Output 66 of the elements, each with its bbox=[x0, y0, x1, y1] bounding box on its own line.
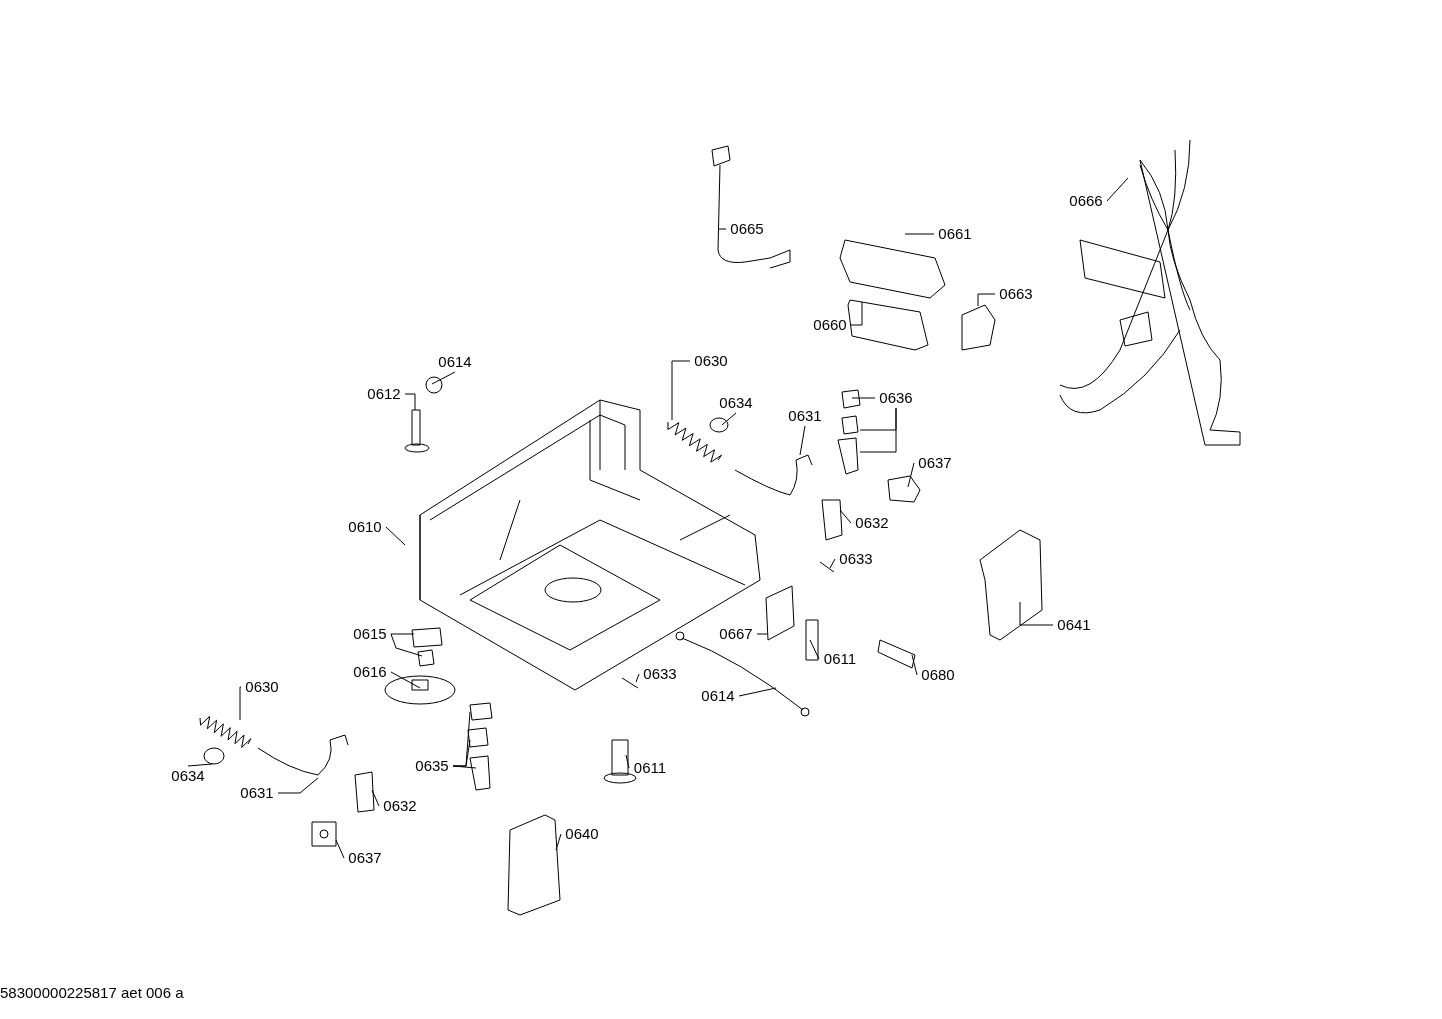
leader-line bbox=[721, 412, 737, 426]
callout-number: 0637 bbox=[345, 849, 385, 867]
leader-line bbox=[404, 393, 416, 411]
leader-line bbox=[671, 360, 691, 421]
callout-number: 0633 bbox=[640, 665, 680, 683]
leader-line bbox=[799, 425, 806, 456]
callout-number: 0633 bbox=[836, 550, 876, 568]
leader-line bbox=[390, 633, 415, 635]
leader-line bbox=[431, 371, 456, 385]
leader-line bbox=[738, 687, 777, 697]
callout-number: 0634 bbox=[168, 767, 208, 785]
leader-line bbox=[977, 293, 996, 307]
leader-line bbox=[452, 739, 471, 767]
callout-number: 0630 bbox=[691, 352, 731, 370]
leader-line bbox=[839, 509, 852, 524]
leader-line bbox=[187, 763, 213, 767]
leader-line bbox=[851, 397, 876, 399]
callout-number: 0640 bbox=[562, 825, 602, 843]
callout-number: 0665 bbox=[727, 220, 767, 238]
callout-number: 0667 bbox=[716, 625, 756, 643]
callout-number: 0661 bbox=[935, 225, 975, 243]
leader-line bbox=[809, 639, 820, 660]
callout-number: 0680 bbox=[918, 666, 958, 684]
callout-number: 0632 bbox=[852, 514, 892, 532]
leader-line bbox=[1106, 177, 1129, 202]
leader-line bbox=[911, 654, 918, 676]
callout-number: 0612 bbox=[364, 385, 404, 403]
callout-number: 0636 bbox=[876, 389, 916, 407]
callout-number: 0631 bbox=[237, 784, 277, 802]
leader-line bbox=[239, 686, 242, 721]
leader-line bbox=[850, 301, 863, 326]
callout-number: 0631 bbox=[785, 407, 825, 425]
leader-line bbox=[635, 673, 640, 683]
callout-number: 0614 bbox=[435, 353, 475, 371]
leader-line bbox=[390, 633, 423, 657]
leader-line bbox=[907, 462, 915, 488]
leader-line bbox=[555, 833, 562, 851]
callout-number: 0632 bbox=[380, 797, 420, 815]
leader-line bbox=[756, 633, 768, 635]
callout-number: 0615 bbox=[350, 625, 390, 643]
callout-number: 0634 bbox=[716, 394, 756, 412]
leader-line bbox=[829, 558, 836, 569]
leader-line bbox=[277, 777, 319, 794]
leader-line bbox=[371, 789, 380, 807]
leader-line bbox=[452, 765, 477, 769]
leader-line bbox=[335, 839, 345, 859]
callout-number: 0611 bbox=[820, 650, 860, 668]
callout-number: 0637 bbox=[915, 454, 955, 472]
leader-line bbox=[1019, 601, 1054, 626]
leader-line bbox=[385, 526, 406, 546]
leader-line bbox=[859, 407, 897, 453]
drawing-number: 58300000225817 aet 006 a bbox=[0, 984, 184, 1002]
callout-number: 0630 bbox=[242, 678, 282, 696]
callout-number: 0660 bbox=[810, 316, 850, 334]
leader-line bbox=[625, 754, 630, 769]
callout-number: 0616 bbox=[350, 663, 390, 681]
callout-number: 0666 bbox=[1066, 192, 1106, 210]
callout-number: 0611 bbox=[630, 759, 670, 777]
leader-line bbox=[904, 233, 935, 235]
callout-number: 0635 bbox=[412, 757, 452, 775]
callout-number: 0614 bbox=[698, 687, 738, 705]
leader-line bbox=[390, 671, 421, 689]
leader-line bbox=[717, 228, 727, 230]
callout-number: 0610 bbox=[345, 518, 385, 536]
callout-number: 0641 bbox=[1054, 616, 1094, 634]
callout-number: 0663 bbox=[996, 285, 1036, 303]
